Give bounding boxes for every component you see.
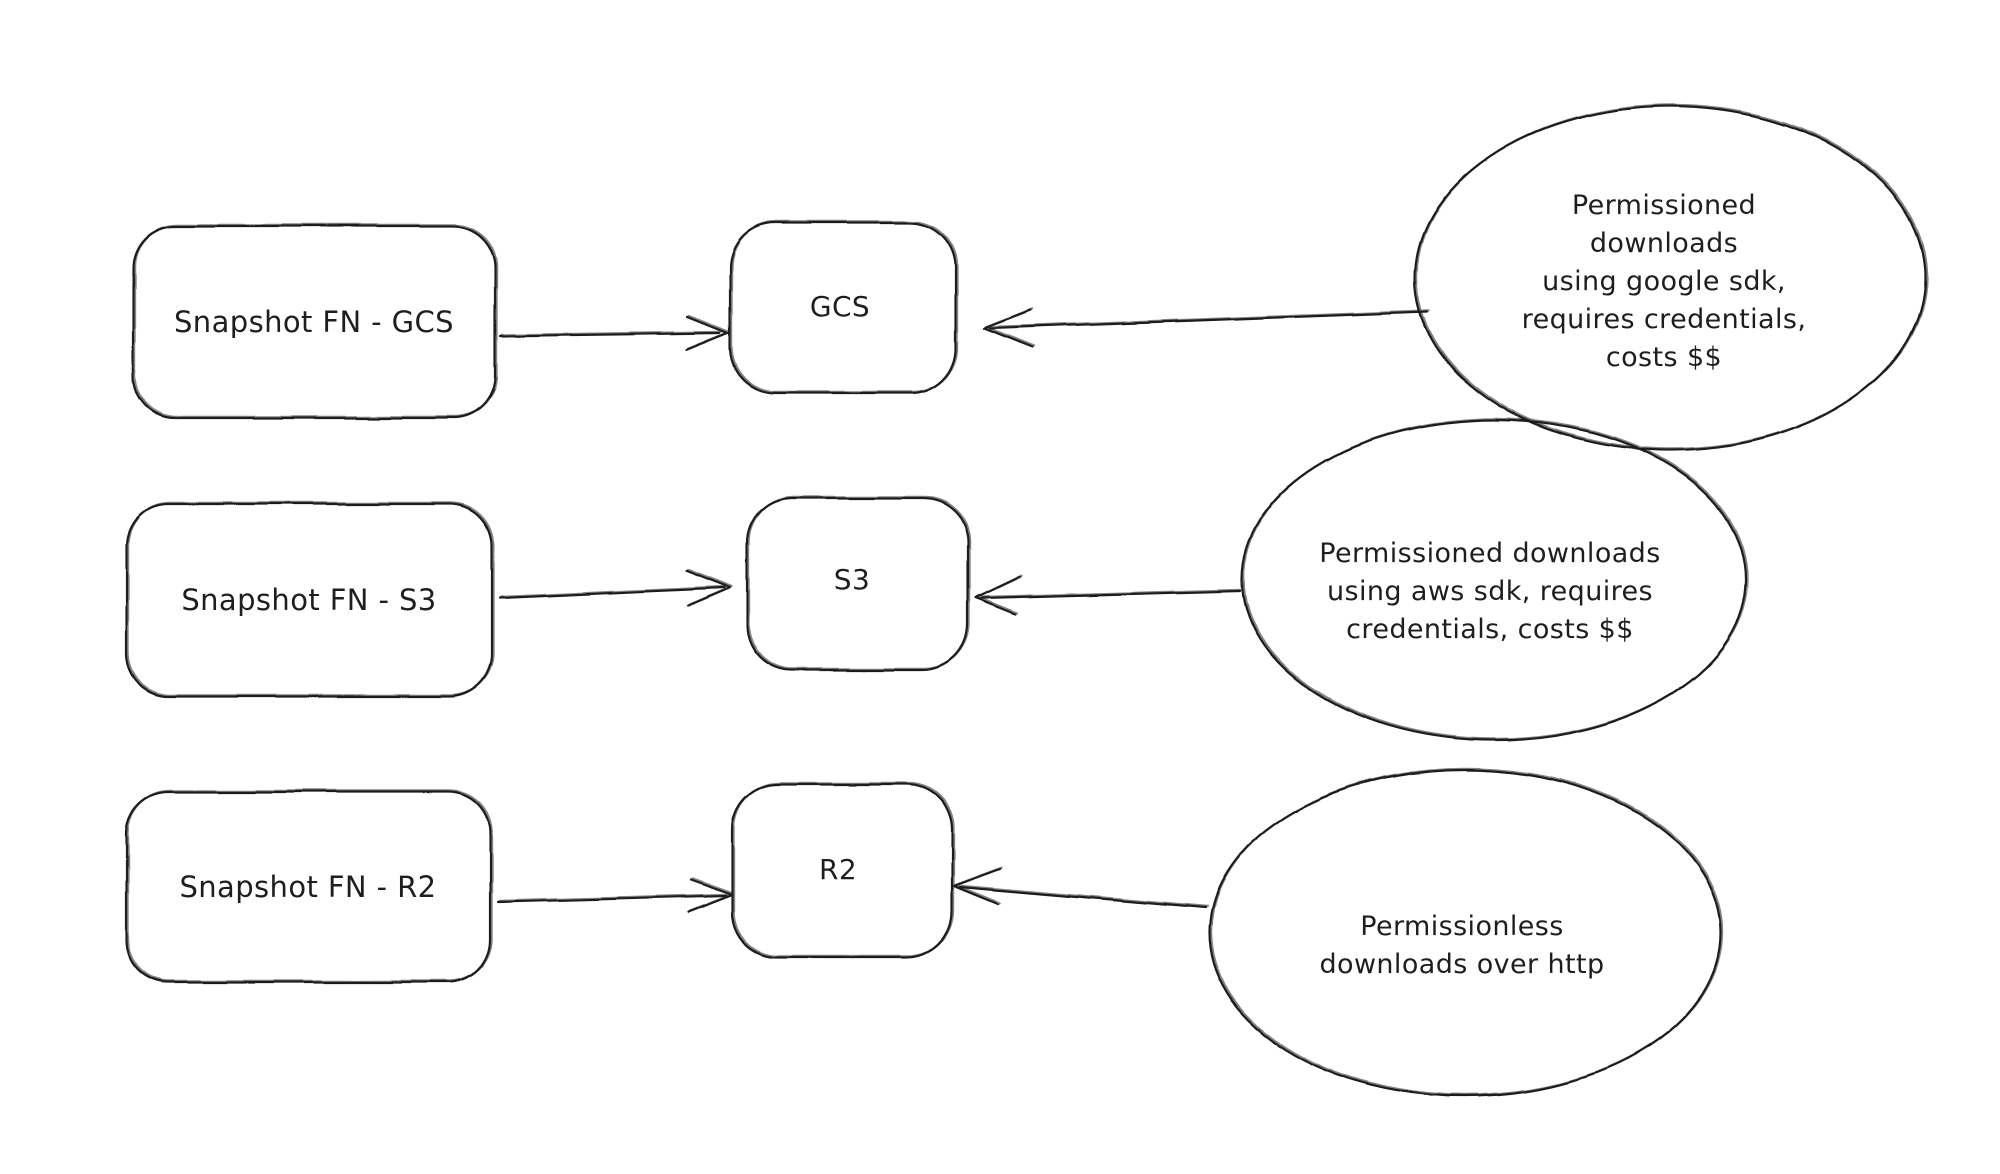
arrow-note-to-gcs xyxy=(982,308,1430,349)
snapshot-fn-r2-label: Snapshot FN - R2 xyxy=(179,870,437,904)
snapshot-fn-gcs-label: Snapshot FN - GCS xyxy=(174,305,454,339)
r2-note-text: Permissionless downloads over http xyxy=(1319,911,1605,980)
r2-label: R2 xyxy=(818,853,858,886)
snapshot-fn-s3-label: Snapshot FN - S3 xyxy=(181,583,437,617)
s3-note-text: Permissioned downloads using aws sdk, re… xyxy=(1319,538,1661,645)
gcs-note-text: Permissioned downloads using google sdk,… xyxy=(1521,190,1807,373)
gcs-label: GCS xyxy=(809,290,871,323)
sketch-group xyxy=(124,103,1928,1098)
s3-label: S3 xyxy=(833,563,871,596)
